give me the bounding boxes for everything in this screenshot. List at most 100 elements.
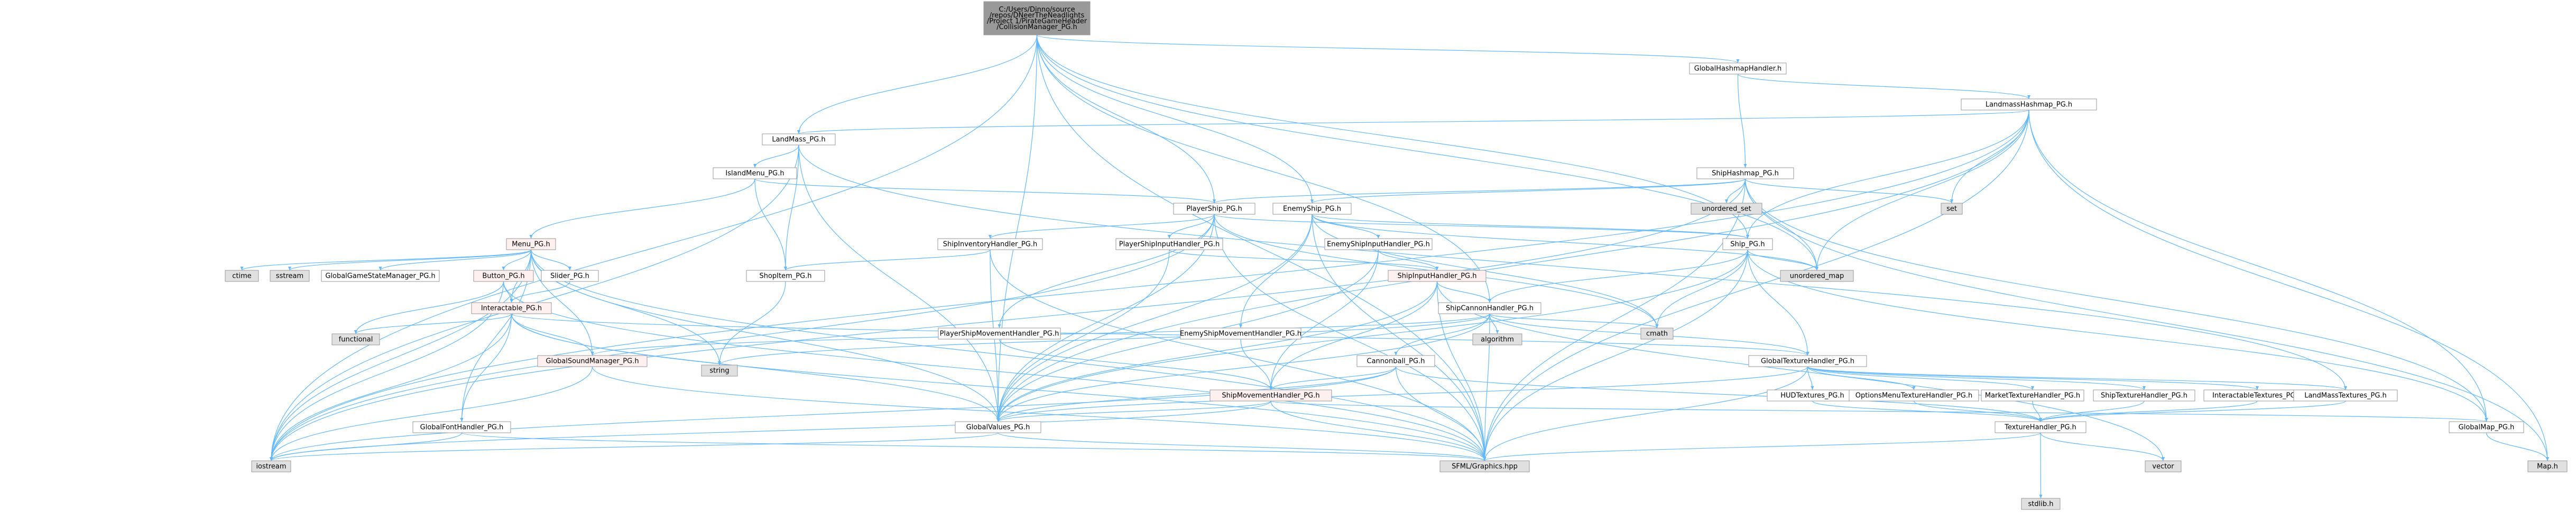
node-label-cannonball: Cannonball_PG.h [1367,358,1425,366]
edge-menu-to-sfml [530,249,1486,461]
node-label-mapb: Map.h [2537,463,2558,471]
edge-menu-to-string [530,249,721,366]
node-mapb: Map.h [2527,460,2568,472]
node-box-optionsmenutexture [1849,389,1979,402]
edge-landmass-to-globalvalues [798,144,1000,422]
node-shipcannon[interactable]: ShipCannonHandler_PG.h [1438,302,1541,314]
edge-globaltexture-to-sfml [1483,366,1808,461]
edge-shipcannon-to-algorithm [1489,313,1499,334]
node-slider[interactable]: Slider_PG.h [541,270,599,282]
node-label-cmath: cmath [1646,330,1668,338]
node-globalmap[interactable]: GlobalMap_PG.h [2449,421,2524,433]
node-globalhash[interactable]: GlobalHashmapHandler.h [1689,62,1787,75]
edge-globalmap-to-mapb [2486,432,2549,461]
edge-root-to-iostream [270,34,1038,461]
edge-root-to-sfml [1036,34,1486,461]
node-playership[interactable]: PlayerShip_PG.h [1173,203,1255,215]
edge-globaltexture-to-hudtextures [1807,366,1814,390]
edge-button-to-interactable [503,281,513,303]
node-enemyshipinput[interactable]: EnemyShipInputHandler_PG.h [1324,238,1433,250]
edge-landmasshash-to-iostream [270,110,2029,461]
edge-enemyship-to-enemyshipinput [1312,214,1380,239]
node-globalsound[interactable]: GlobalSoundManager_PG.h [537,355,648,367]
edge-enemyshipmovement-to-shipmovement [1240,339,1272,390]
node-markettexture[interactable]: MarketTextureHandler_PG.h [1981,389,2084,402]
edge-interactable-to-sfml [511,313,1486,461]
node-label-button: Button_PG.h [482,272,524,280]
edge-globalhash-to-shiphash [1737,74,1747,168]
edge-shipmovement-to-globalmap [1270,400,2488,422]
node-label-enemyship: EnemyShip_PG.h [1283,205,1341,213]
node-vector: vector [2145,460,2182,472]
edge-enemyship-to-ship [1312,214,1749,239]
edge-interactabletextures-to-texturehandler [2039,400,2258,422]
node-set: set [1941,203,1963,215]
node-cannonball[interactable]: Cannonball_PG.h [1356,355,1435,367]
node-landmass[interactable]: LandMass_PG.h [762,133,836,145]
edge-landmasstextures-to-texturehandler [2039,400,2346,422]
node-globalgamestate[interactable]: GlobalGameStateManager_PG.h [321,270,440,282]
edge-globaltexture-to-markettexture [1807,366,2034,390]
node-shipinventory[interactable]: ShipInventoryHandler_PG.h [937,238,1043,250]
node-menu[interactable]: Menu_PG.h [506,238,556,250]
edge-ship-to-globalvalues [996,249,1748,422]
node-root[interactable]: C:/Users/Dinno/source/repos/DNeerTheNead… [983,1,1091,35]
node-enemyshipmovement[interactable]: EnemyShipMovementHandler_PG.h [1180,327,1301,340]
edge-playershipmovement-to-shipmovement [999,339,1272,390]
node-shiptexture[interactable]: ShipTextureHandler_PG.h [2093,389,2195,402]
node-button[interactable]: Button_PG.h [473,270,534,282]
node-box-playershipmovement [938,327,1061,340]
node-shipmovement[interactable]: ShipMovementHandler_PG.h [1209,389,1332,402]
node-algorithm: algorithm [1472,333,1522,345]
edge-hudtextures-to-texturehandler [1812,400,2042,422]
node-box-texturehandler [1995,421,2086,433]
edge-landmasshash-to-globalmap [2028,110,2488,422]
edge-ship-to-sfml [1483,249,1748,461]
edge-optionsmenutexture-to-texturehandler [1913,400,2042,422]
node-unordered_map: unordered_map [1780,270,1854,282]
node-landmasshash[interactable]: LandmassHashmap_PG.h [1961,98,2097,111]
node-shopitem[interactable]: ShopItem_PG.h [746,270,825,282]
node-playershipinput[interactable]: PlayerShipInputHandler_PG.h [1115,238,1223,250]
edge-menu-to-globalgamestate [378,249,532,271]
node-box-mapb [2527,460,2568,472]
node-box-iostream [251,460,291,472]
node-islandmenu[interactable]: IslandMenu_PG.h [713,167,797,179]
edge-landmasshash-to-sfml [1483,110,2029,461]
node-globalvalues[interactable]: GlobalValues_PG.h [955,421,1041,433]
node-box-algorithm [1472,333,1522,345]
node-label-playershipinput: PlayerShipInputHandler_PG.h [1119,241,1220,249]
node-label-shipinputhandler: ShipInputHandler_PG.h [1398,272,1477,280]
node-globaltexture[interactable]: GlobalTextureHandler_PG.h [1748,355,1867,367]
node-iostream: iostream [251,460,291,472]
edge-globalfont-to-sfml [461,432,1486,461]
edge-playership-to-shipinventory [989,214,1215,239]
node-playershipmovement[interactable]: PlayerShipMovementHandler_PG.h [938,327,1061,340]
node-optionsmenutexture[interactable]: OptionsMenuTextureHandler_PG.h [1849,389,1979,402]
node-label-sstream: sstream [276,272,303,280]
node-label-iostream: iostream [256,463,286,471]
node-label-shopitem: ShopItem_PG.h [759,272,811,280]
node-box-shipmovement [1209,389,1332,402]
edge-shiphash-to-playership [1213,178,1746,204]
node-ship[interactable]: Ship_PG.h [1722,238,1773,250]
node-enemyship[interactable]: EnemyShip_PG.h [1272,203,1352,215]
node-shipinputhandler[interactable]: ShipInputHandler_PG.h [1388,270,1486,282]
node-box-landmasstextures [2293,389,2398,402]
node-interactable[interactable]: Interactable_PG.h [471,302,552,314]
edge-shipmovement-to-sfml [1270,400,1486,461]
node-interactabletextures[interactable]: InteractableTextures_PG.h [2203,389,2311,402]
node-texturehandler[interactable]: TextureHandler_PG.h [1995,421,2086,433]
node-label-unordered_map: unordered_map [1790,272,1844,280]
node-shiphash[interactable]: ShipHashmap_PG.h [1696,167,1794,179]
node-label-enemyshipinput: EnemyShipInputHandler_PG.h [1327,241,1430,249]
node-label-landmasshash: LandmassHashmap_PG.h [1986,101,2072,109]
node-label-vector: vector [2152,463,2174,471]
node-label-set: set [1946,205,1957,213]
node-label-algorithm: algorithm [1481,336,1514,344]
node-hudtextures[interactable]: HUDTextures_PG.h [1767,389,1858,402]
node-globalfont[interactable]: GlobalFontHandler_PG.h [412,421,511,433]
node-box-globalhash [1689,62,1787,75]
node-landmasstextures[interactable]: LandMassTextures_PG.h [2293,389,2398,402]
